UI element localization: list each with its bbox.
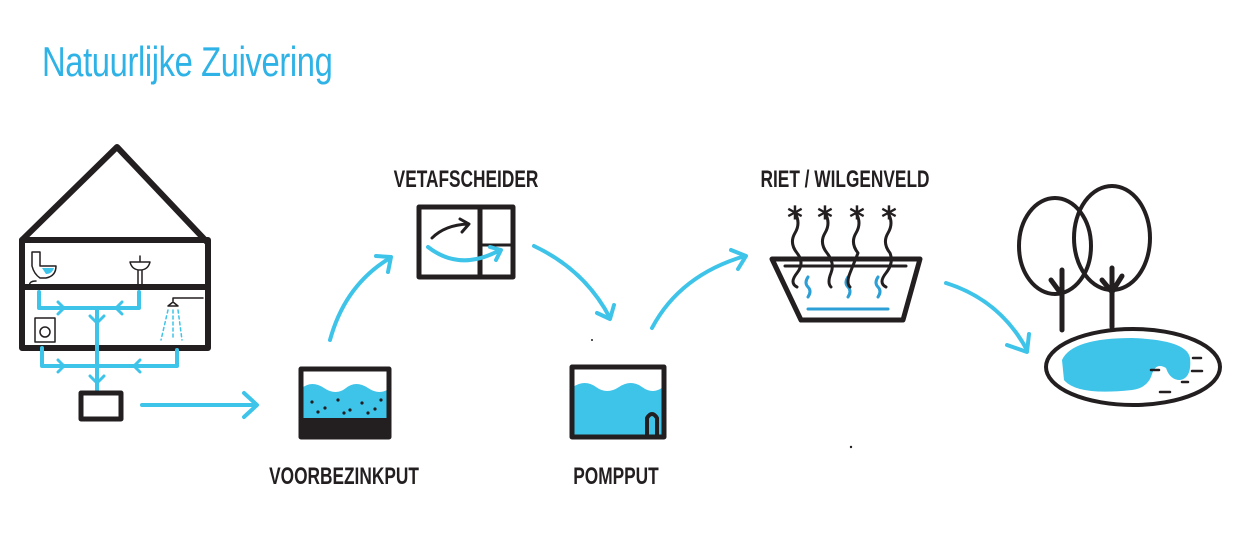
collection-box (78, 390, 124, 422)
label-riet-wilgenveld: RIET / WILGENVELD (760, 166, 930, 193)
svg-text:*: * (881, 201, 897, 236)
house-icon (19, 144, 211, 392)
svg-text:*: * (817, 201, 833, 236)
svg-text:*: * (787, 201, 803, 236)
arrow-icon (328, 254, 393, 342)
arrow-icon (944, 281, 1031, 354)
arrow-icon (532, 244, 616, 321)
arrow-icon (650, 248, 748, 330)
speck (849, 445, 853, 449)
voorbezinkput-icon (298, 366, 392, 440)
arrow-icon (140, 391, 259, 419)
vetafscheider-icon (416, 204, 516, 280)
page-title: Natuurlijke Zuivering (42, 38, 333, 85)
reed-bed-icon: * * * * (769, 201, 923, 323)
speck (591, 339, 593, 341)
trees-icon (1017, 184, 1152, 333)
label-pompput: POMPPUT (573, 463, 659, 490)
pond-icon (1044, 327, 1222, 407)
pompput-icon (569, 364, 667, 440)
svg-text:*: * (849, 201, 865, 236)
label-vetafscheider: VETAFSCHEIDER (393, 166, 539, 193)
label-voorbezinkput: VOORBEZINKPUT (269, 463, 419, 490)
